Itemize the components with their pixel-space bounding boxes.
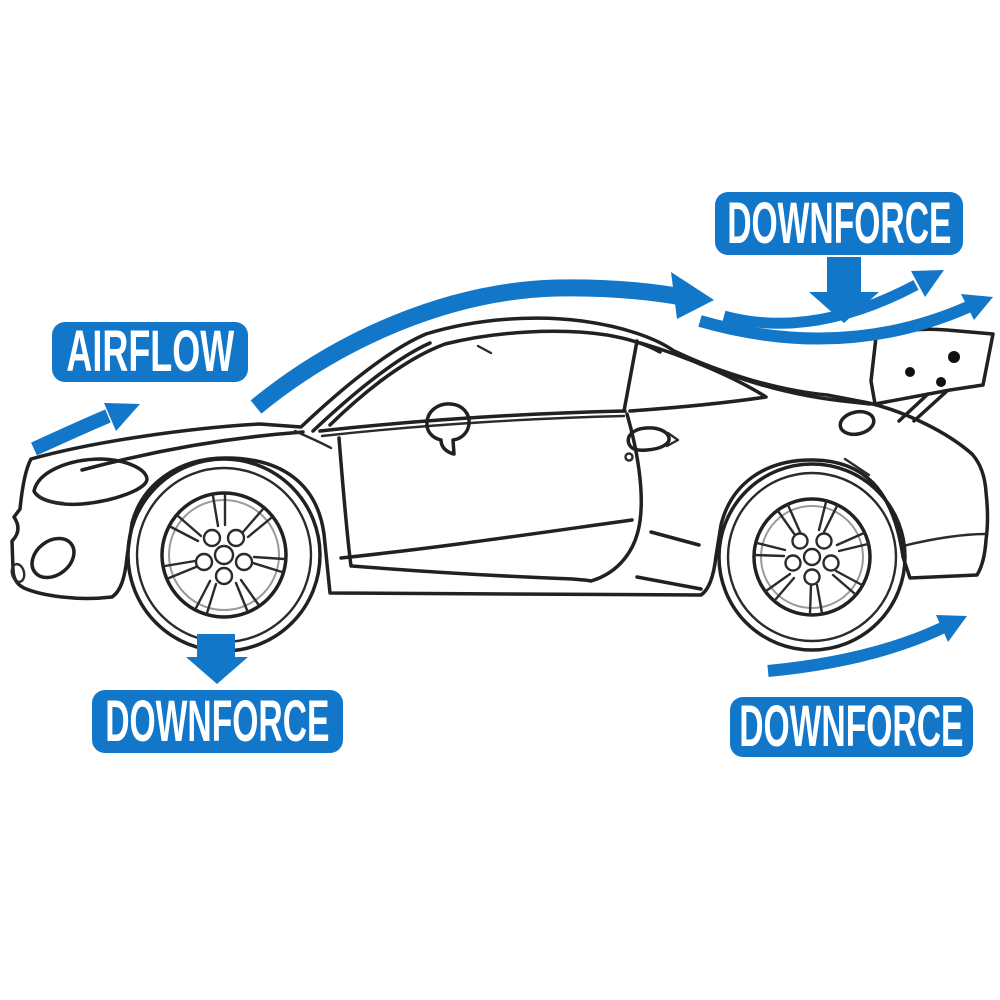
fog-light xyxy=(30,536,76,580)
rear-bumper-seam xyxy=(901,532,987,548)
downforce-bottom-left-label: DOWNFORCE xyxy=(92,690,343,753)
door-keyhole xyxy=(624,452,634,462)
rear-wheel xyxy=(717,462,907,652)
spoiler-bolt xyxy=(905,367,915,377)
headlight-inner-line xyxy=(35,492,65,505)
spoiler-airflow-upper-arrowhead-icon xyxy=(911,270,944,297)
fuel-cap xyxy=(838,409,876,437)
lug-nut xyxy=(791,532,809,550)
front-airflow-arrowhead-icon xyxy=(104,403,140,431)
downforce-top-label: DOWNFORCE xyxy=(715,192,963,255)
rear-deck-seam xyxy=(674,350,872,406)
spoiler-strut xyxy=(897,392,930,423)
front-corner-vent xyxy=(10,562,26,584)
car-side-outline xyxy=(10,316,995,653)
skirt-accent-line xyxy=(649,530,701,547)
belt-line-lower xyxy=(320,414,626,438)
front-wheel xyxy=(126,457,322,653)
window-frame-notch xyxy=(476,344,493,355)
airflow-label-text: AIRFLOW xyxy=(66,319,234,384)
downforce-bottom-right-label: DOWNFORCE xyxy=(730,697,973,757)
windshield-inner-line xyxy=(311,341,432,433)
spoiler-airflow-lower-arrowhead-icon xyxy=(961,294,993,320)
rear-spoiler-wing xyxy=(869,327,995,406)
rim xyxy=(160,491,288,619)
lug-nut xyxy=(822,554,840,572)
roof-inner-line xyxy=(328,329,662,427)
spoiler-airflow-upper-arrow-icon xyxy=(722,280,919,329)
windshield-wiper xyxy=(293,429,333,450)
lug-nut xyxy=(194,552,214,572)
spoiler-airflow-lower-arrow-icon xyxy=(698,301,971,345)
door-rear-seam xyxy=(589,412,643,583)
lug-nut xyxy=(202,528,222,548)
hub-cap xyxy=(802,547,822,567)
lug-nut xyxy=(214,566,234,586)
spoiler-strut xyxy=(912,389,949,423)
tire-inner xyxy=(726,471,898,643)
car-body-silhouette xyxy=(10,316,990,601)
lug-nut xyxy=(784,554,802,572)
lug-nut xyxy=(815,532,833,550)
downforce-top-label-text: DOWNFORCE xyxy=(726,190,952,256)
side-mirror xyxy=(425,402,471,456)
b-pillar xyxy=(622,339,639,413)
door-handle-tip xyxy=(665,431,680,448)
lug-nut xyxy=(226,528,246,548)
headlight xyxy=(32,457,149,507)
spoiler-bolt xyxy=(948,351,960,363)
spoiler-bolt xyxy=(936,377,946,387)
hub-cap xyxy=(213,544,235,566)
hood-crease-line xyxy=(80,430,305,472)
spokes xyxy=(163,493,286,615)
airflow-arrows xyxy=(31,257,993,684)
rear-fender-crease xyxy=(843,457,871,477)
downforce-bottom-right-label-text: DOWNFORCE xyxy=(739,694,964,759)
rear-airflow-arrowhead-icon xyxy=(936,615,967,642)
roof-airflow-arrowhead-icon xyxy=(671,272,714,319)
rear-airflow-arrow-icon xyxy=(767,622,945,677)
roof-airflow-arrow-icon xyxy=(250,279,684,414)
downforce-front-wheel-arrow-icon xyxy=(186,634,248,684)
tire-outer xyxy=(717,462,907,652)
front-airflow-arrow-icon xyxy=(31,409,111,456)
lug-nut xyxy=(234,552,254,572)
door-bottom-seam xyxy=(350,564,593,583)
door-handle xyxy=(626,426,671,452)
rocker-crease xyxy=(339,518,634,560)
lug-nut xyxy=(803,568,821,586)
tire-outer xyxy=(126,457,322,653)
door-front-seam xyxy=(337,436,353,568)
rim xyxy=(752,497,872,617)
skirt-accent-line xyxy=(635,575,703,591)
belt-line-upper xyxy=(318,409,627,433)
spokes xyxy=(753,500,870,616)
downforce-bottom-left-label-text: DOWNFORCE xyxy=(105,688,330,754)
rim-barrel xyxy=(760,505,864,609)
airflow-label: AIRFLOW xyxy=(52,322,248,382)
